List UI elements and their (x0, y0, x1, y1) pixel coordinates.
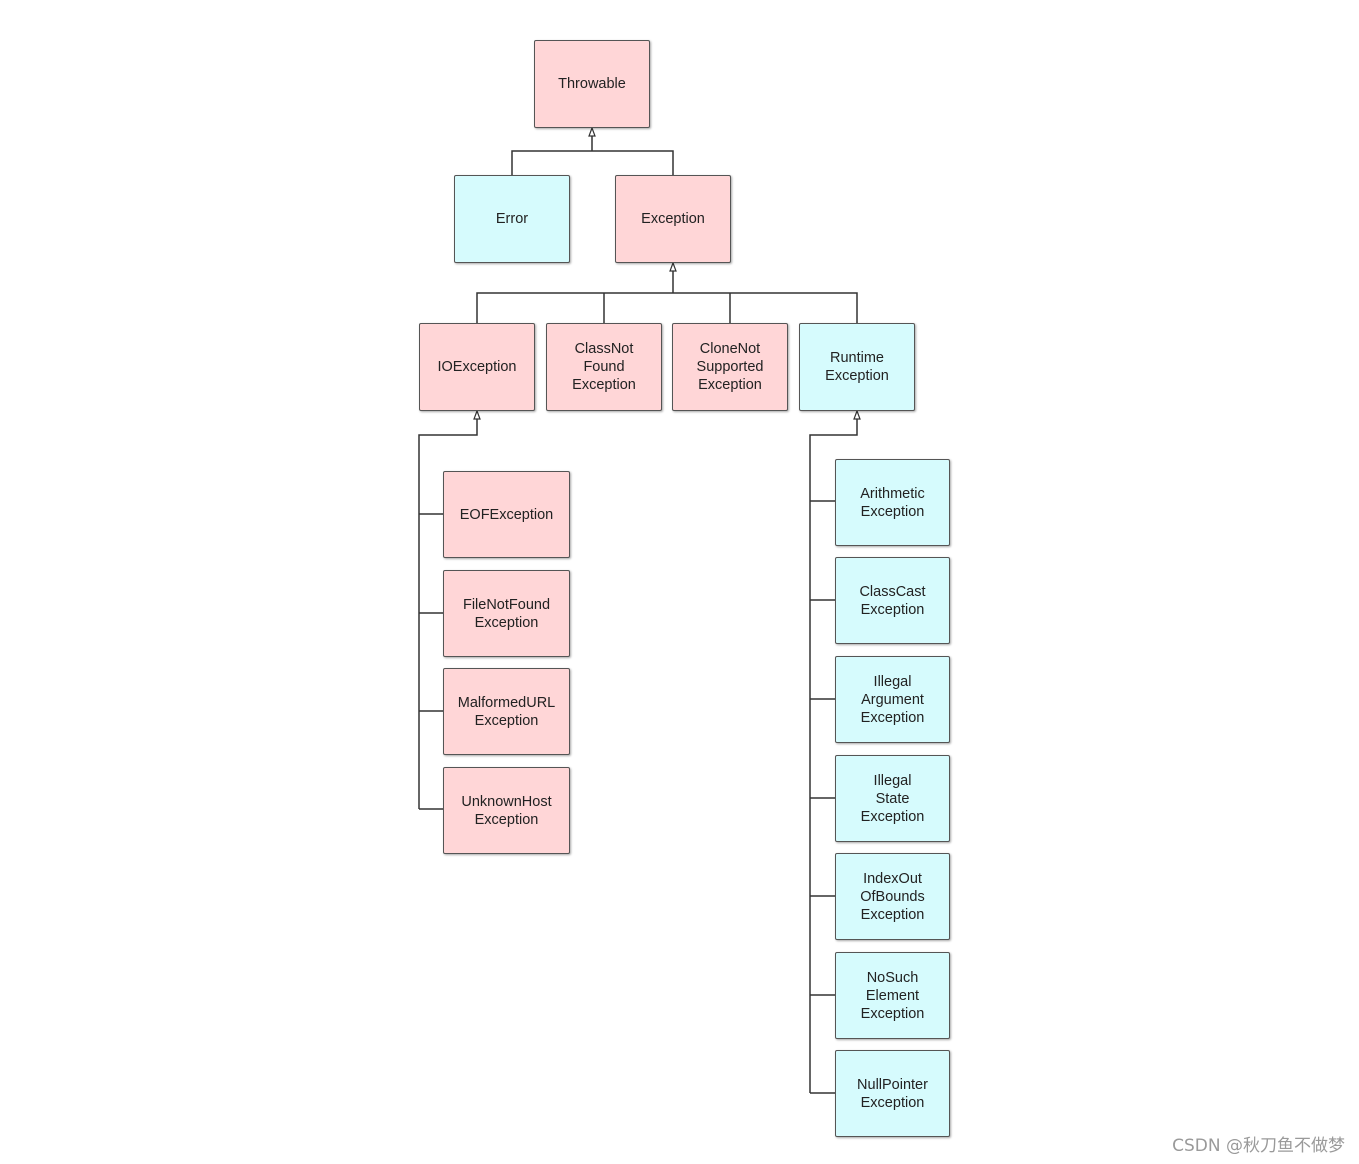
edge-runtime-children (809, 419, 858, 1094)
arrowhead-throwable (588, 126, 596, 137)
node-label: Throwable (558, 76, 626, 92)
node-label: Arithmetic Exception (860, 485, 925, 520)
node-label: Exception (641, 211, 705, 227)
node-illegalargument: Illegal Argument Exception (835, 656, 950, 743)
node-label: CloneNot Supported Exception (696, 341, 764, 393)
node-eof: EOFException (443, 471, 570, 558)
edge-exception-children (476, 271, 858, 323)
node-label: EOFException (459, 506, 554, 523)
node-exception: Exception (615, 175, 731, 263)
edge-ioexception-children (418, 419, 478, 810)
node-classcast: ClassCast Exception (835, 557, 950, 644)
node-nullpointer: NullPointer Exception (835, 1050, 950, 1137)
node-runtime: Runtime Exception (799, 323, 915, 411)
node-label: FileNotFound Exception (462, 596, 551, 631)
node-label: Illegal Argument Exception (860, 673, 925, 726)
node-label: NullPointer Exception (857, 1076, 928, 1111)
node-filenotfound: FileNotFound Exception (443, 570, 570, 657)
watermark: CSDN @秋刀鱼不做梦 (1172, 1136, 1345, 1156)
arrowhead-exception (669, 261, 677, 272)
node-label: IOException (437, 359, 517, 375)
node-throwable: Throwable (534, 40, 650, 128)
node-indexoutofbounds: IndexOut OfBounds Exception (835, 853, 950, 940)
node-label: MalformedURL Exception (457, 694, 556, 729)
node-error: Error (454, 175, 570, 263)
node-ioexception: IOException (419, 323, 535, 411)
node-malformedurl: MalformedURL Exception (443, 668, 570, 755)
node-label: UnknownHost Exception (461, 793, 552, 828)
node-label: ClassNot Found Exception (572, 341, 636, 393)
node-illegalstate: Illegal State Exception (835, 755, 950, 842)
node-label: Runtime Exception (825, 350, 889, 384)
node-arithmetic: Arithmetic Exception (835, 459, 950, 546)
node-clonenotsupported: CloneNot Supported Exception (672, 323, 788, 411)
arrowhead-ioexception (473, 409, 481, 420)
node-unknownhost: UnknownHost Exception (443, 767, 570, 854)
node-classnotfound: ClassNot Found Exception (546, 323, 662, 411)
node-label: IndexOut OfBounds Exception (860, 870, 925, 923)
edge-throwable-children (511, 136, 674, 175)
node-nosuchelement: NoSuch Element Exception (835, 952, 950, 1039)
node-label: Illegal State Exception (860, 772, 925, 825)
node-label: Error (495, 211, 529, 227)
node-label: NoSuch Element Exception (860, 969, 925, 1022)
node-label: ClassCast Exception (859, 583, 926, 618)
arrowhead-runtime (853, 409, 861, 420)
